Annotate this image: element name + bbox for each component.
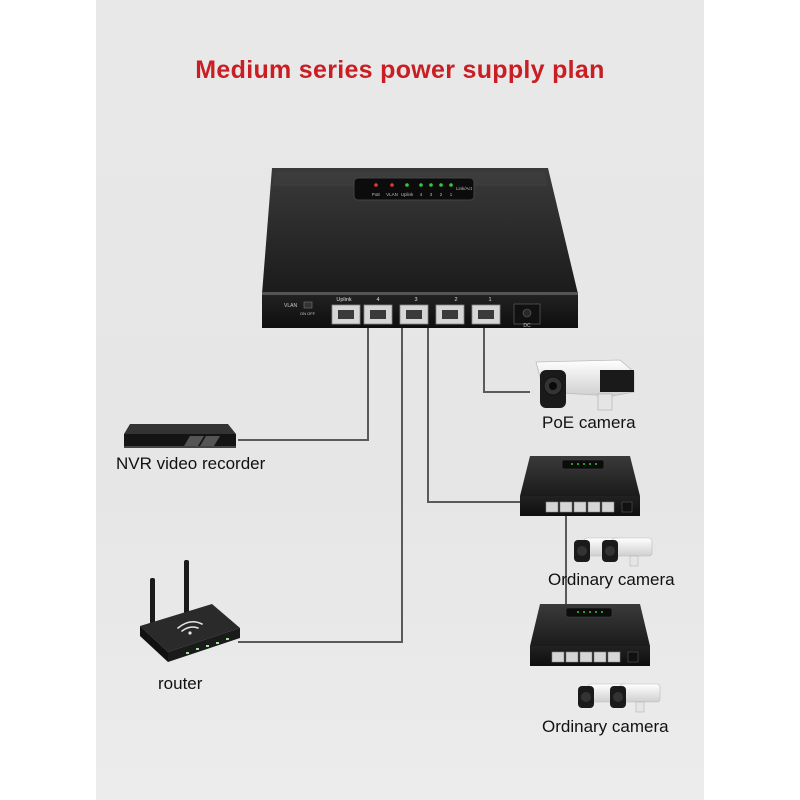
led-port-1 xyxy=(449,183,453,187)
dc-label: DC xyxy=(523,323,531,329)
router-icon xyxy=(140,560,240,662)
poe-camera-icon xyxy=(535,359,635,411)
cable-nvr xyxy=(238,326,369,441)
port-label-uplink: Uplink xyxy=(336,297,352,303)
label-ordinary-camera-2: Ordinary camera xyxy=(542,717,669,736)
cable-router xyxy=(238,326,403,643)
led-label-4: 4 xyxy=(420,192,423,197)
nvr-icon xyxy=(124,424,236,448)
led-label-linkact: Link/Act xyxy=(456,186,473,191)
led-port-4 xyxy=(419,183,423,187)
led-port-3 xyxy=(429,183,433,187)
cables xyxy=(238,326,567,643)
led-vlan xyxy=(390,183,394,187)
led-uplink xyxy=(405,183,409,187)
vlan-label: VLAN xyxy=(284,303,297,309)
port-label-1: 1 xyxy=(488,297,491,303)
ordinary-camera-1-icon xyxy=(574,537,653,567)
vlan-switch-label: ON OFF xyxy=(300,311,316,316)
vlan-toggle xyxy=(303,301,313,309)
led-label-1: 1 xyxy=(450,192,453,197)
led-port-2 xyxy=(439,183,443,187)
port-label-3: 3 xyxy=(414,297,417,303)
main-switch: PoE VLAN Uplink 4 3 2 1 Link/Act VLAN ON… xyxy=(262,168,578,329)
led-panel xyxy=(353,177,475,201)
port-label-4: 4 xyxy=(376,297,379,303)
label-ordinary-camera-1: Ordinary camera xyxy=(548,570,675,589)
led-label-2: 2 xyxy=(440,192,443,197)
cable-switch-1 xyxy=(427,326,520,503)
led-label-uplink: Uplink xyxy=(401,192,414,197)
rj45-ports xyxy=(331,304,501,325)
diagram-title: Medium series power supply plan xyxy=(195,56,605,84)
ordinary-camera-2-icon xyxy=(578,683,661,713)
cable-poe-camera xyxy=(483,326,530,393)
ordinary-switch-1-icon xyxy=(520,456,640,516)
label-router: router xyxy=(158,674,203,693)
led-label-vlan: VLAN xyxy=(386,192,398,197)
port-label-2: 2 xyxy=(454,297,457,303)
ordinary-switch-2-icon xyxy=(530,604,650,666)
led-poe xyxy=(374,183,378,187)
label-poe-camera: PoE camera xyxy=(542,413,636,432)
switch-top-face xyxy=(262,168,578,294)
led-label-poe: PoE xyxy=(372,192,381,197)
label-nvr: NVR video recorder xyxy=(116,454,266,473)
led-label-3: 3 xyxy=(430,192,433,197)
